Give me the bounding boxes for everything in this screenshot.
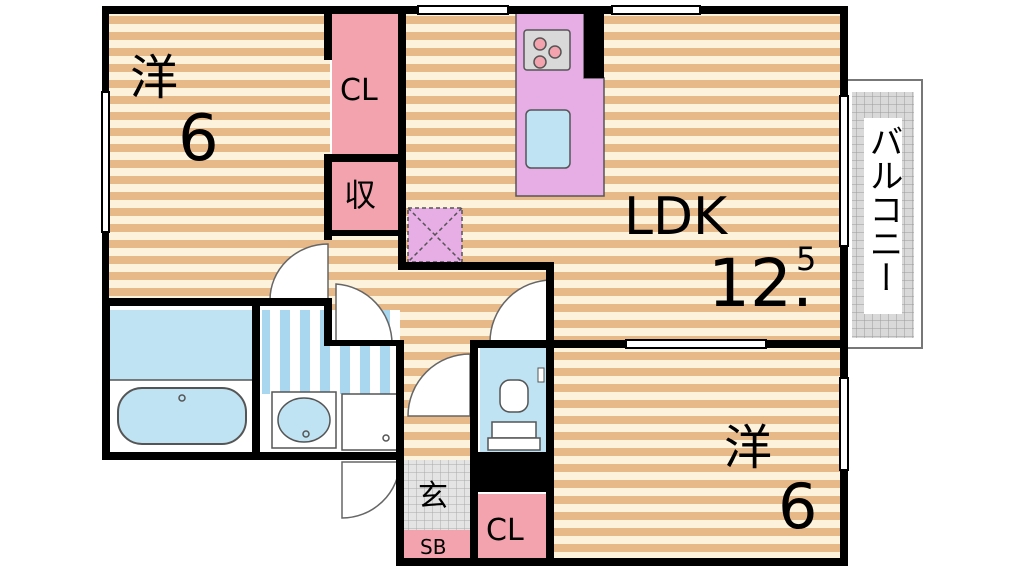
storage-label: 収 bbox=[344, 176, 376, 214]
entrance-label: 玄 bbox=[418, 479, 448, 514]
shoe-box bbox=[402, 530, 474, 558]
room-labels: 洋 6 CL 収 LDK 12. 5 バルコニー 洋 6 玄 SB CL bbox=[130, 50, 903, 559]
closet-top bbox=[332, 12, 400, 154]
washing-machine-space bbox=[341, 393, 399, 451]
western-room-bottom-kanji: 洋 bbox=[724, 420, 772, 476]
window-marks bbox=[101, 5, 849, 471]
closet-bottom-label: CL bbox=[486, 513, 524, 548]
western-room-top-kanji: 洋 bbox=[130, 50, 178, 106]
western-room-bottom-floor bbox=[550, 346, 842, 558]
kitchen-counter bbox=[515, 11, 605, 197]
bathroom bbox=[110, 310, 256, 452]
ldk-label: LDK bbox=[624, 187, 729, 247]
closet-bottom bbox=[478, 494, 550, 558]
stove-icon bbox=[523, 29, 571, 71]
western-room-top-size: 6 bbox=[178, 102, 219, 176]
western-room-bottom-size: 6 bbox=[778, 470, 817, 543]
ldk-size-superscript: 5 bbox=[796, 240, 816, 278]
underfloor-hatch-icon bbox=[407, 207, 463, 263]
ldk-size: 12. bbox=[708, 245, 813, 322]
toilet bbox=[474, 346, 550, 492]
balcony bbox=[845, 79, 923, 349]
western-room-top-floor bbox=[108, 12, 330, 302]
storage bbox=[332, 162, 400, 230]
shoe-box-label: SB bbox=[420, 535, 446, 559]
closet-top-label: CL bbox=[340, 73, 378, 108]
bathtub-icon bbox=[117, 387, 247, 445]
entrance bbox=[402, 460, 474, 530]
balcony-label: バルコニー bbox=[863, 124, 903, 294]
door-swings bbox=[269, 243, 553, 519]
sink-icon bbox=[525, 109, 571, 169]
